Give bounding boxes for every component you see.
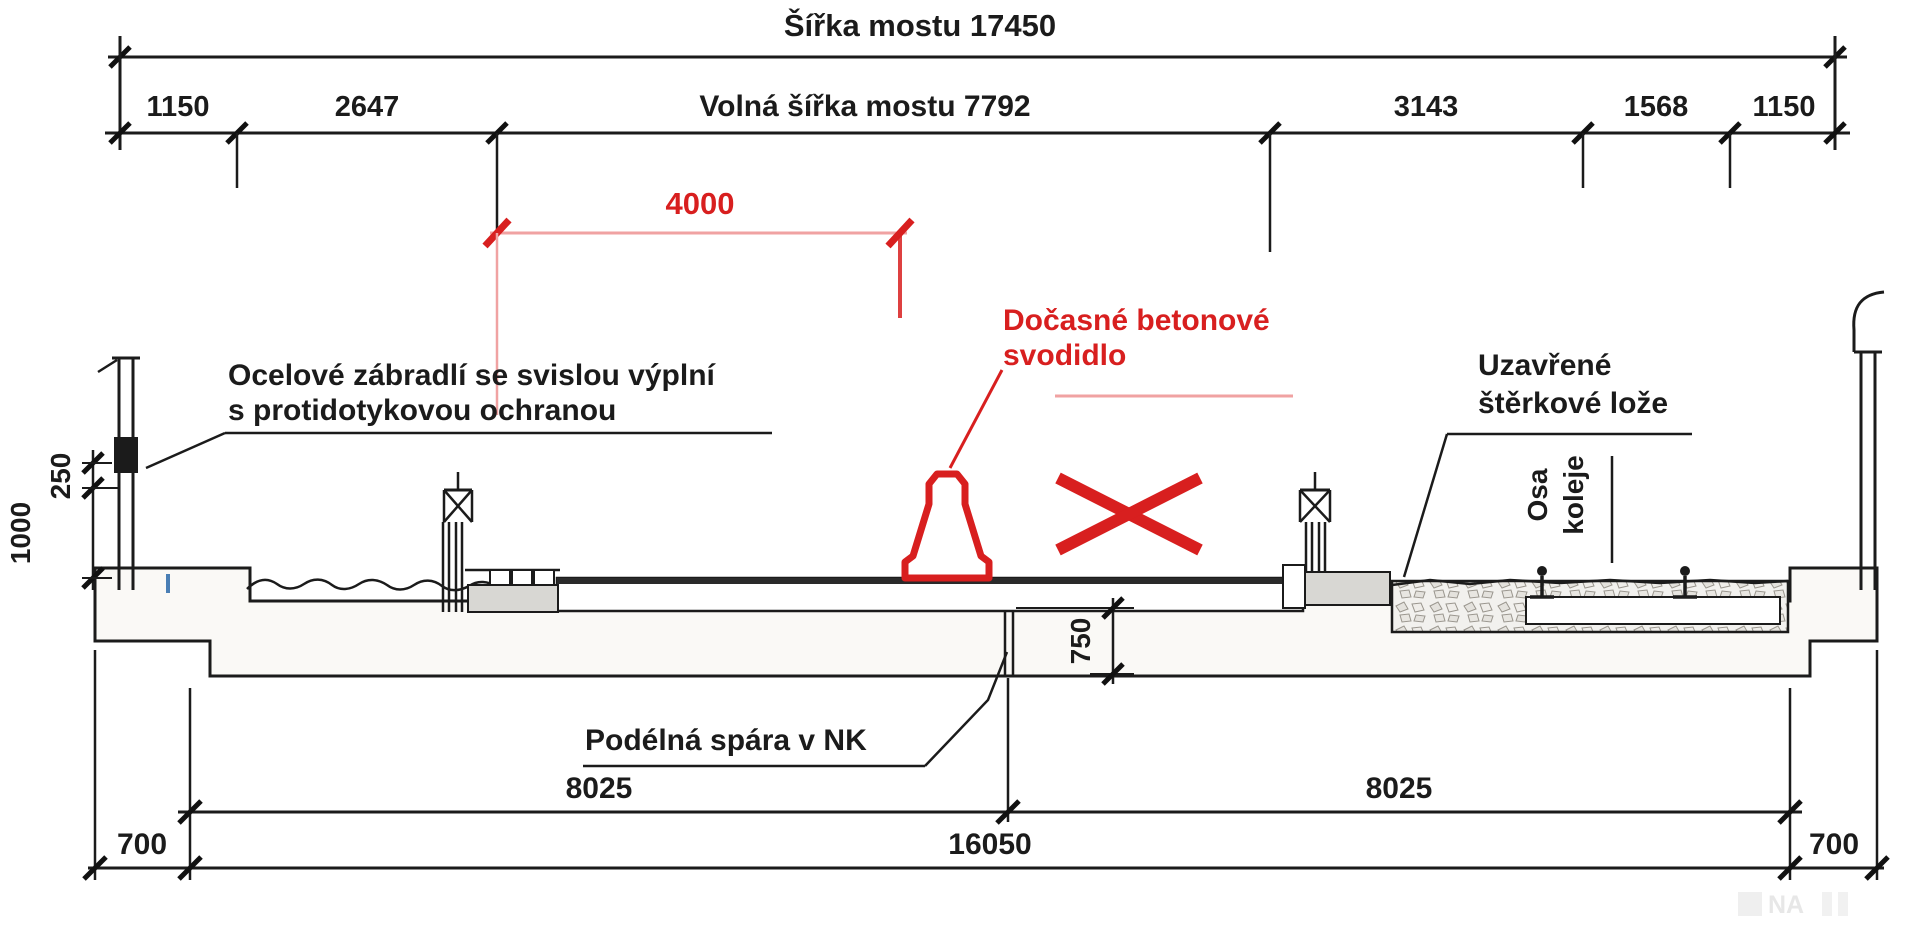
bottom-dimension-chain: 8025 8025 700 16050 700 [82, 650, 1890, 881]
dim-16050: 16050 [948, 828, 1031, 861]
concrete-barrier-profile [901, 470, 993, 582]
label-ballast-line2: štěrkové lože [1478, 387, 1668, 420]
temp-concrete-barrier [901, 369, 1004, 582]
watermark-block [1838, 892, 1848, 916]
ballast-leader-line [1402, 433, 1449, 578]
label-railing-line1: Ocelové zábradlí se svislou výplní [228, 359, 717, 392]
dim-1000: 1000 [5, 502, 36, 564]
label-joint: Podélná spára v NK [585, 724, 867, 757]
label-railing-line2: s protidotykovou ochranou [228, 394, 616, 427]
joint-label: Podélná spára v NK [583, 651, 1009, 768]
dim-2647: 2647 [335, 91, 400, 123]
dim-8025-right: 8025 [1366, 772, 1433, 805]
width-dimension-chain: 1150 2647 Volná šířka mostu 7792 3143 15… [105, 90, 1850, 252]
watermark: NA [1738, 891, 1848, 919]
dim-250: 250 [45, 453, 76, 500]
dim-1568: 1568 [1624, 91, 1689, 123]
top-dimension-chain: Šířka mostu 17450 [108, 7, 1847, 150]
dim-700-right: 700 [1809, 828, 1859, 861]
post-base-block [467, 584, 559, 613]
label-ballast-line1: Uzavřené [1478, 349, 1611, 382]
dim-clear-width-label: Volná šířka mostu 7792 [699, 90, 1030, 123]
dim-700-left: 700 [117, 828, 167, 861]
rail-right [1673, 566, 1697, 599]
deck-outline [93, 566, 1879, 678]
dim-total-width-label: Šířka mostu 17450 [784, 7, 1056, 43]
railing-label: Ocelové zábradlí se svislou výplní s pro… [145, 359, 772, 470]
dim-750: 750 [1065, 618, 1096, 665]
barrier-leader-line [948, 369, 1004, 469]
red-cross-mark [1055, 472, 1203, 556]
watermark-block [1822, 892, 1832, 916]
label-temp-barrier-line2: svodidlo [1003, 339, 1126, 372]
dim-8025-left: 8025 [566, 772, 633, 805]
dim-4000: 4000 [666, 186, 735, 221]
label-temp-barrier-line1: Dočasné betonové [1003, 304, 1270, 337]
gravel-bed [1390, 456, 1790, 634]
noise-barrier-post-left [441, 472, 560, 613]
rail-left [1530, 566, 1554, 599]
watermark-logo-box [1738, 892, 1762, 916]
right-railing [1852, 290, 1885, 590]
temp-barrier-label: Dočasné betonové svodidlo [1003, 304, 1270, 372]
dim-1150-right: 1150 [1753, 91, 1816, 123]
railing-leader-line [145, 431, 226, 470]
watermark-text: NA [1768, 891, 1804, 919]
trough-slab-band [1525, 596, 1781, 625]
left-railing [97, 356, 140, 590]
ballast-top-line [1391, 578, 1789, 587]
noise-barrier-post-right [1282, 472, 1391, 609]
dim-3143: 3143 [1394, 91, 1459, 123]
dim-1150-left: 1150 [147, 91, 210, 123]
railing-infill-panel [114, 437, 138, 473]
label-track-axis-osa: Osa [1522, 468, 1553, 521]
joint-dimension-750: 750 [1016, 596, 1134, 686]
label-track-axis-koleje: koleje [1558, 455, 1589, 534]
ballast-label: Uzavřené štěrkové lože [1402, 349, 1692, 578]
blue-mark [166, 574, 170, 593]
joint-leader-line [924, 651, 1009, 767]
track-axis-label: Osa koleje [1522, 455, 1589, 534]
post-base-block [1304, 571, 1391, 606]
left-height-dimensions: 250 1000 [5, 450, 118, 590]
temp-barrier-dimension: 4000 [482, 186, 1293, 415]
